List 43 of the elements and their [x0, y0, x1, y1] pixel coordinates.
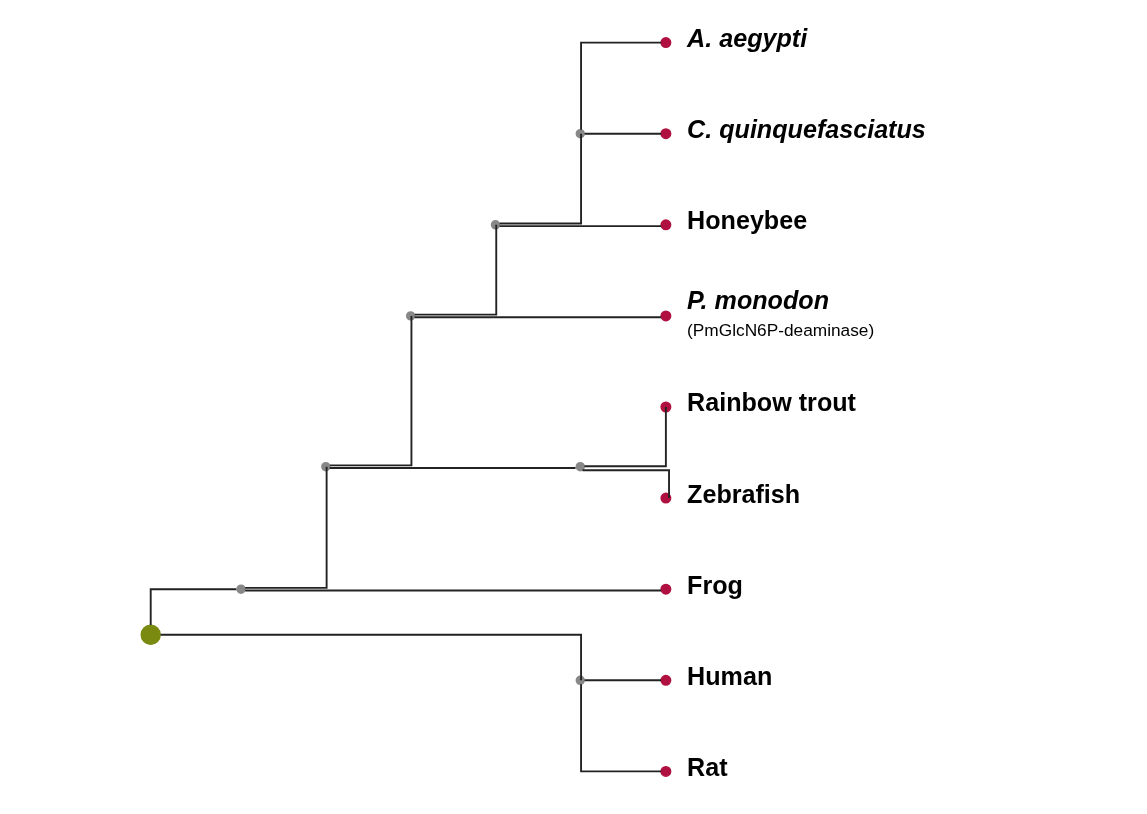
connector — [583, 679, 662, 682]
node-circle — [659, 128, 671, 140]
node-circle — [320, 461, 331, 472]
node-circle — [659, 219, 671, 231]
connector — [328, 467, 576, 469]
connector — [328, 314, 412, 467]
connector — [413, 223, 497, 316]
node-circle — [659, 492, 671, 504]
node-circle — [575, 129, 585, 139]
connector — [498, 225, 662, 228]
connector — [149, 588, 237, 627]
node-label: Frog — [686, 570, 743, 599]
connector — [582, 406, 667, 468]
node-circle — [659, 37, 671, 49]
node-label: Rainbow trout — [686, 388, 856, 417]
connector — [243, 589, 662, 592]
node-circle — [575, 675, 585, 685]
connector — [243, 465, 328, 589]
connector — [581, 469, 670, 500]
connector — [583, 132, 662, 135]
node-label: Rat — [686, 752, 728, 781]
node-circle — [659, 765, 671, 777]
connector — [413, 316, 662, 319]
node-circle — [575, 461, 585, 472]
node-label: C. quinquefasciatus — [686, 115, 926, 144]
node-label: Honeybee — [686, 206, 807, 235]
node-circle — [235, 584, 246, 594]
node-label: P. monodon — [686, 286, 829, 315]
node-label: Human — [686, 661, 772, 690]
connector — [159, 633, 582, 682]
node-label: A. aegypti — [686, 24, 807, 52]
node-circle — [659, 401, 671, 413]
node-circle — [490, 220, 500, 230]
node-circle — [140, 624, 161, 645]
node-label: Zebrafish — [686, 479, 800, 508]
node-label: (PmGlcN6P-deaminase) — [686, 320, 874, 341]
node-circle — [659, 674, 671, 686]
connector — [579, 683, 662, 773]
node-circle — [405, 311, 415, 321]
connector — [579, 41, 662, 131]
node-circle — [659, 310, 671, 322]
connector — [498, 132, 582, 225]
node-circle — [659, 583, 671, 595]
